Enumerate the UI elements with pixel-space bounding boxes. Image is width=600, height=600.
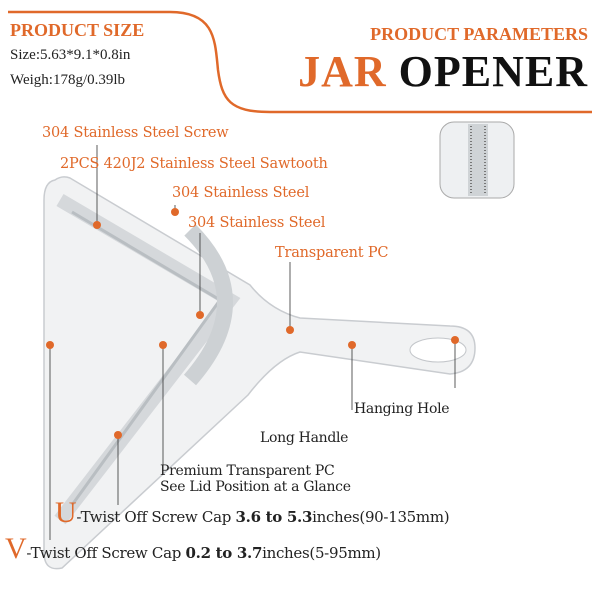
u-letter: U — [55, 496, 77, 529]
spec-v: V-Twist Off Screw Cap 0.2 to 3.7inches(5… — [5, 532, 381, 566]
leader-lines — [49, 145, 456, 540]
marker-dots — [46, 208, 459, 439]
spec-u: U-Twist Off Screw Cap 3.6 to 5.3inches(9… — [55, 496, 450, 530]
weight-text: Weigh:178g/0.39lb — [10, 72, 126, 88]
label-screw: 304 Stainless Steel Screw — [42, 125, 229, 141]
header-curve — [8, 10, 592, 114]
u-unit: inches(90-135mm) — [312, 508, 450, 526]
v-unit: inches(5-95mm) — [262, 544, 381, 562]
product-parameters-title: PRODUCT PARAMETERS — [370, 24, 588, 44]
premium-line-2: See Lid Position at a Glance — [160, 479, 351, 495]
u-range: 3.6 to 5.3 — [235, 508, 313, 526]
product-name-accent: JAR — [298, 47, 387, 96]
size-text: Size:5.63*9.1*0.8in — [10, 47, 131, 63]
label-transparent-pc: Transparent PC — [275, 245, 389, 261]
label-sawtooth: 2PCS 420J2 Stainless Steel Sawtooth — [60, 156, 328, 172]
u-text: -Twist Off Screw Cap — [76, 508, 236, 526]
product-name: JAR OPENER — [298, 46, 588, 97]
label-steel-1: 304 Stainless Steel — [172, 185, 310, 201]
sawtooth-closeup — [439, 121, 515, 199]
v-letter: V — [5, 532, 27, 565]
label-long-handle: Long Handle — [260, 430, 349, 446]
label-hanging-hole: Hanging Hole — [354, 401, 450, 417]
label-premium-pc: Premium Transparent PC See Lid Position … — [160, 463, 351, 495]
v-text: -Twist Off Screw Cap — [26, 544, 186, 562]
premium-line-1: Premium Transparent PC — [160, 463, 335, 479]
label-steel-2: 304 Stainless Steel — [188, 215, 326, 231]
v-range: 0.2 to 3.7 — [185, 544, 263, 562]
product-name-main: OPENER — [398, 47, 588, 96]
product-size-title: PRODUCT SIZE — [10, 20, 145, 40]
